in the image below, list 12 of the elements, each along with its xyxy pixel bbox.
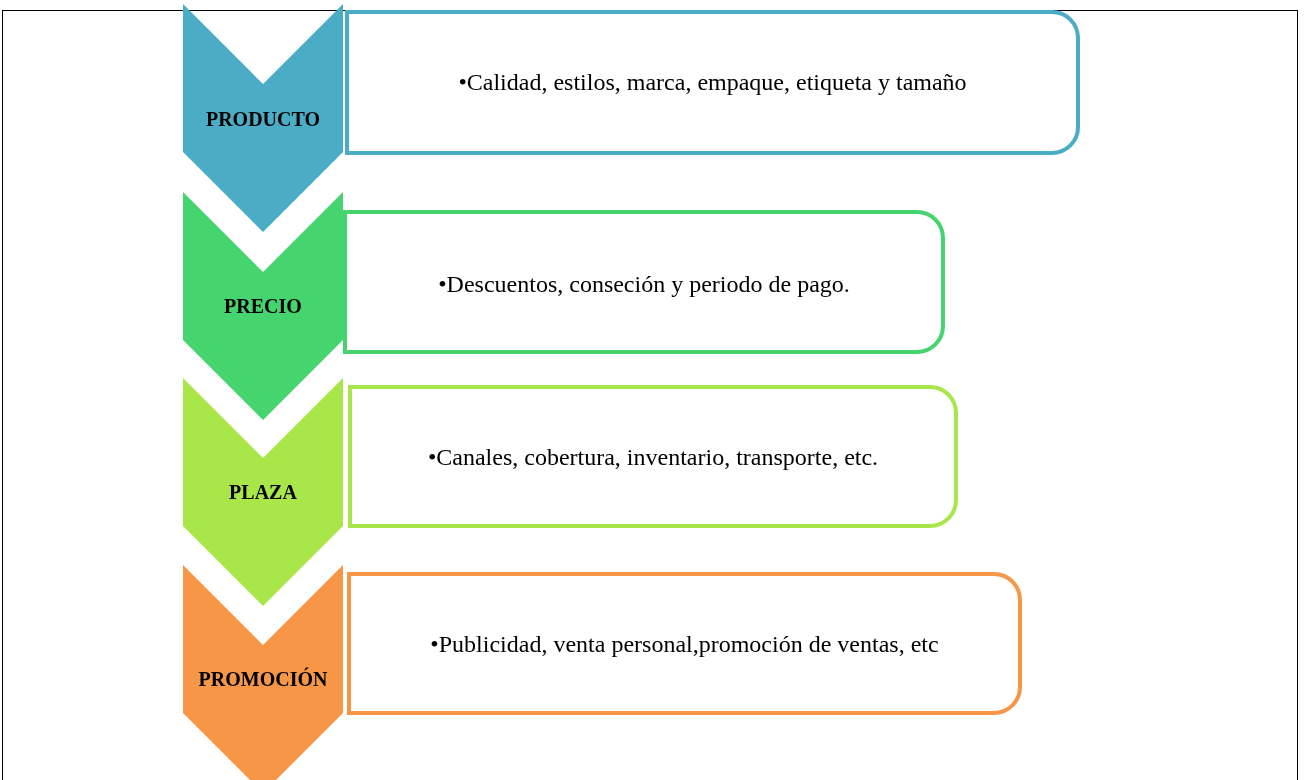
chevron-label: PRODUCTO — [204, 108, 322, 131]
text-box — [345, 10, 1080, 155]
chevron-label: PRECIO — [223, 295, 303, 318]
chevron-label: PLAZA — [228, 481, 298, 504]
chevron-label: PROMOCIÓN — [197, 668, 329, 691]
bullet-text: •Publicidad, venta personal,promoción de ventas, etc — [429, 631, 940, 658]
bullet-text: •Canales, cobertura, inventario, transporte, etc. — [426, 444, 880, 471]
text-box — [343, 210, 945, 354]
bullet-text: •Descuentos, conseción y periodo de pago. — [437, 271, 851, 298]
text-box — [348, 385, 958, 528]
text-box — [347, 572, 1022, 715]
bullet-text: •Calidad, estilos, marca, empaque, etiqueta y tamaño — [457, 69, 968, 96]
